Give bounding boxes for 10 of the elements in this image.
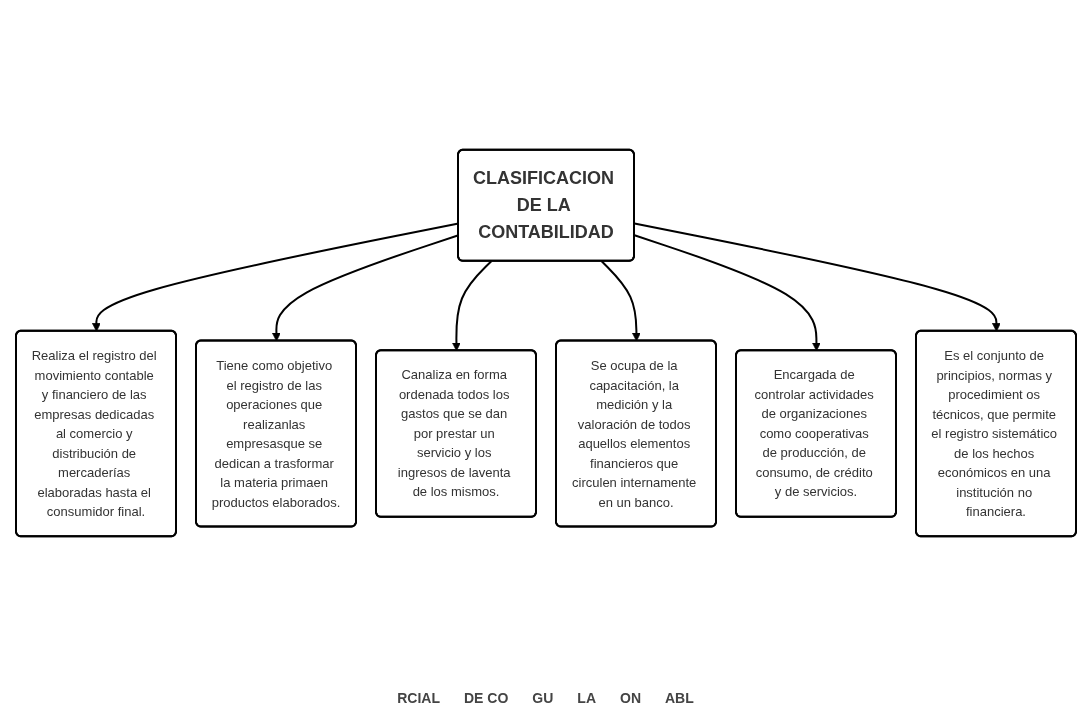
arrow [633,222,1001,332]
text-fragment: DE CO [464,690,509,706]
arrow [600,260,641,342]
text-fragment: GU [532,690,554,706]
text-fragment: LA [577,690,596,706]
arrow [451,260,492,352]
text-fragment: RCIAL [397,690,440,706]
text-fragment: ON [620,690,641,706]
arrow [633,234,821,352]
text-fragment: ABL [665,690,694,706]
